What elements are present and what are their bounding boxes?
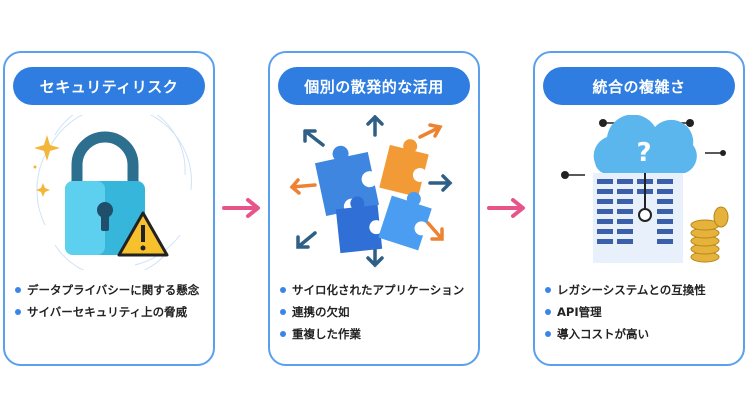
right-arrow-icon [487, 198, 525, 218]
scattered-usage-card: 個別の散発的な活用 サイロ化されたアプリケーション 連携の欠如 重複した作業 [268, 51, 480, 366]
bullet-dot [545, 309, 551, 315]
bullet-list: データプライバシーに関する懸念 サイバーセキュリティ上の脅威 [15, 279, 209, 323]
bullet-dot [280, 287, 286, 293]
list-item: 重複した作業 [280, 323, 474, 345]
list-item: サイロ化されたアプリケーション [280, 279, 474, 301]
scattered-puzzle-pieces-icon [289, 115, 453, 268]
bullet-dot [280, 331, 286, 337]
bullet-list: レガシーシステムとの互換性 API管理 導入コストが高い [545, 279, 739, 345]
bullet-dot [280, 309, 286, 315]
list-item: サイバーセキュリティ上の脅威 [15, 301, 209, 323]
card-title: 統合の複雑さ [543, 67, 735, 105]
cloud-server-question-icon: ? [561, 115, 729, 263]
bullet-dot [545, 331, 551, 337]
card-title: セキュリティリスク [13, 67, 205, 105]
list-item: 連携の欠如 [280, 301, 474, 323]
card-title: 個別の散発的な活用 [278, 67, 470, 105]
right-arrow-icon [222, 198, 260, 218]
padlock-warning-icon [33, 115, 192, 270]
bullet-list: サイロ化されたアプリケーション 連携の欠如 重複した作業 [280, 279, 474, 345]
list-item: データプライバシーに関する懸念 [15, 279, 209, 301]
list-item: API管理 [545, 301, 739, 323]
integration-complexity-card: 統合の複雑さ ? [533, 51, 745, 366]
svg-text:?: ? [636, 138, 651, 168]
bullet-dot [15, 309, 21, 315]
bullet-dot [15, 287, 21, 293]
security-risk-card: セキュリティリスク データプライバシーに関する懸念 サイバーセキュリティ上の脅威 [3, 51, 215, 366]
list-item: レガシーシステムとの互換性 [545, 279, 739, 301]
list-item: 導入コストが高い [545, 323, 739, 345]
bullet-dot [545, 287, 551, 293]
